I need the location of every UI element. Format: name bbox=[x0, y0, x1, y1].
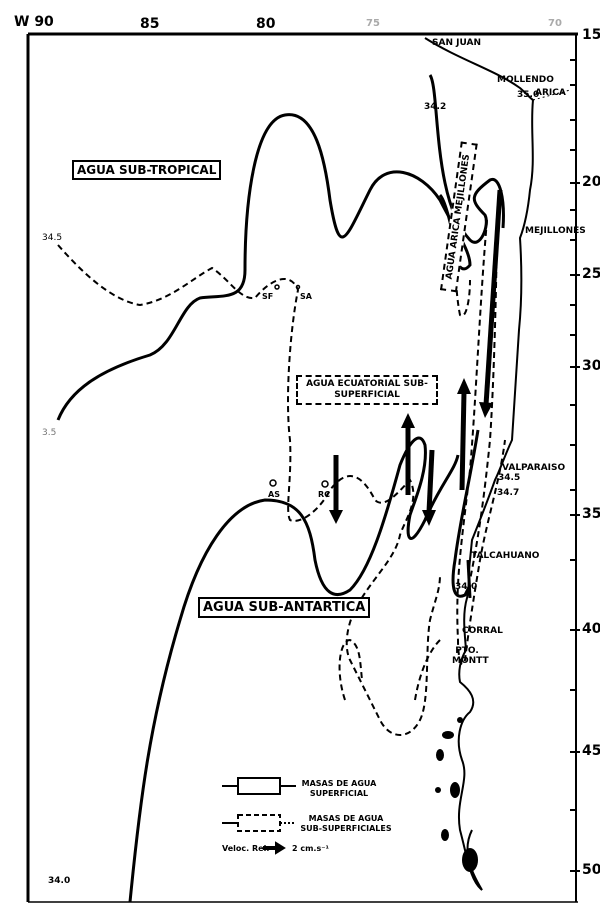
isoline-34-7: 34.7 bbox=[497, 488, 520, 498]
right-axis-label-40: 40 bbox=[582, 621, 600, 637]
arrow-down-1 bbox=[329, 455, 343, 524]
right-axis-label-45: 45 bbox=[582, 743, 600, 759]
arrow-up-2 bbox=[457, 378, 471, 491]
isoline-34-0-southwest: 34.0 bbox=[48, 876, 71, 886]
right-axis-label-50: 50 bbox=[582, 862, 600, 878]
place-arica: ARICA bbox=[535, 88, 566, 98]
top-axis-label-70: 70 bbox=[548, 18, 562, 29]
label-subantarctic: AGUA SUB-ANTARTICA bbox=[198, 597, 371, 618]
right-axis-label-15: 15 bbox=[582, 27, 600, 43]
top-axis-label-75: 75 bbox=[366, 18, 380, 29]
right-axis-label-30: 30 bbox=[582, 358, 600, 374]
top-axis-label-90: W 90 bbox=[14, 14, 54, 30]
station-sa: SA bbox=[300, 292, 312, 301]
legend-velocity-label: Veloc. Rel. bbox=[222, 844, 270, 853]
right-axis-label-35: 35 bbox=[582, 506, 600, 522]
legend-subsurface: MASAS DE AGUA SUB-SUPERFICIALES bbox=[300, 814, 392, 833]
arica-dotted-line bbox=[532, 89, 571, 101]
place-mejillones: MEJILLONES bbox=[525, 226, 586, 236]
map-frame bbox=[26, 32, 578, 903]
station-markers bbox=[269, 284, 329, 488]
right-axis-label-20: 20 bbox=[582, 174, 600, 190]
islands bbox=[435, 717, 478, 872]
label-equatorial: AGUA ECUATORIAL SUB-SUPERFICIAL bbox=[296, 375, 438, 405]
legend-surface: MASAS DE AGUA SUPERFICIAL bbox=[301, 779, 377, 798]
place-mollendo: MOLLENDO bbox=[497, 75, 554, 85]
top-axis-label-80: 80 bbox=[256, 16, 276, 32]
isoline-35-0: 35.0 bbox=[517, 90, 540, 100]
station-sf: SF bbox=[262, 292, 274, 301]
isoline-34-5-west: 34.5 bbox=[42, 233, 63, 243]
arrow-up-1 bbox=[401, 413, 415, 495]
isoline-34-2: 34.2 bbox=[424, 102, 447, 112]
isoline-34-5-valparaiso: 34.5 bbox=[498, 473, 521, 483]
place-san-juan: SAN JUAN bbox=[432, 38, 481, 48]
station-as: AS bbox=[268, 490, 280, 499]
right-axis-ticks bbox=[570, 59, 580, 872]
label-subtropical: AGUA SUB-TROPICAL bbox=[72, 160, 222, 180]
arrow-down-2 bbox=[422, 449, 436, 526]
place-pto-montt: PTO. MONTT bbox=[452, 646, 489, 666]
arrow-down-3 bbox=[479, 189, 503, 418]
place-corral: CORRAL bbox=[462, 626, 503, 636]
coastline bbox=[424, 37, 535, 891]
isoline-west-bottom: 3.5 bbox=[42, 428, 57, 438]
legend-symbols bbox=[222, 777, 296, 855]
place-valparaiso: VALPARAISO bbox=[502, 463, 566, 473]
subsurface-water-boundaries bbox=[57, 199, 506, 736]
top-axis-label-85: 85 bbox=[140, 16, 160, 32]
legend-velocity-value: 2 cm.s⁻¹ bbox=[292, 844, 329, 853]
velocity-arrows bbox=[329, 189, 503, 526]
place-talcahuano: TALCAHUANO bbox=[471, 551, 540, 561]
station-rc: RC bbox=[318, 490, 331, 499]
isoline-34-0-talcahuano: 34.0 bbox=[455, 582, 478, 592]
right-axis-label-25: 25 bbox=[582, 266, 600, 282]
surface-water-boundaries bbox=[56, 74, 505, 903]
